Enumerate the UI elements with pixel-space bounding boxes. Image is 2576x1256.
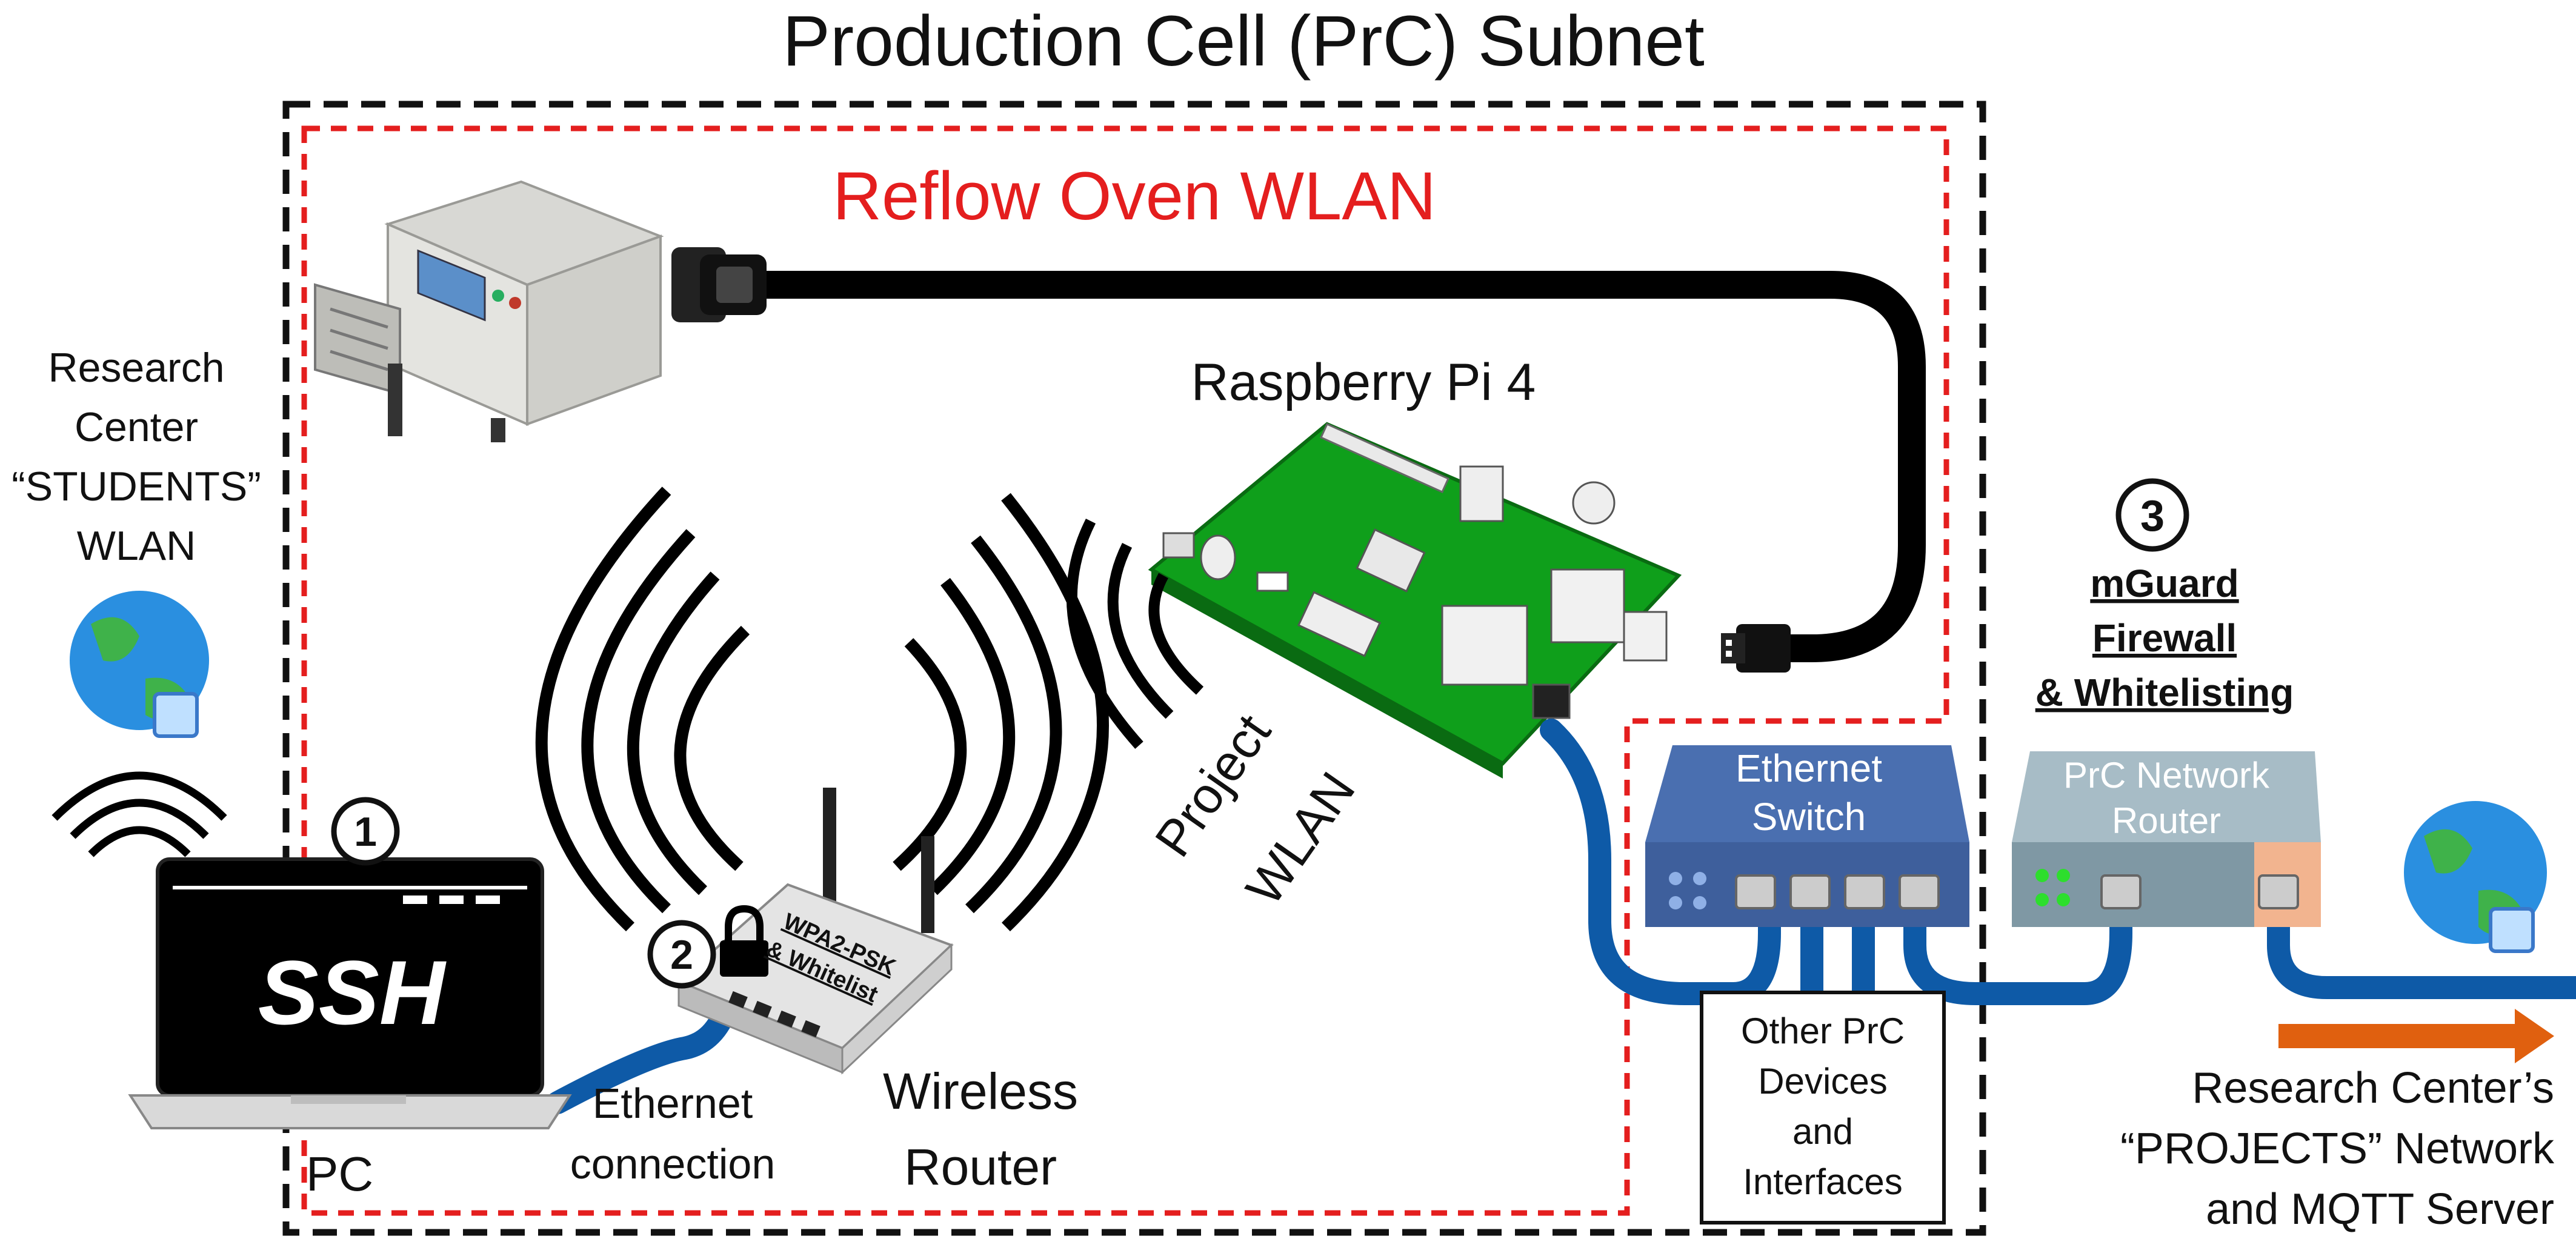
other-devices-line2: Devices bbox=[1758, 1061, 1887, 1101]
other-devices-box bbox=[1700, 991, 1946, 1224]
globe-icon-left bbox=[70, 591, 209, 738]
step-2-badge: 2 bbox=[647, 920, 716, 989]
reflow-oven-wlan-frame bbox=[301, 125, 1949, 1216]
page-title: Production Cell (PrC) Subnet bbox=[782, 1, 1705, 81]
wireless-router-icon bbox=[676, 788, 954, 1075]
students-wlan-line4: WLAN bbox=[77, 523, 196, 569]
raspberry-pi-board-icon bbox=[1148, 422, 1682, 779]
globe-icon-right bbox=[2404, 801, 2547, 953]
db9-connector-icon bbox=[671, 247, 767, 322]
prc-router-label-line1: PrC Network bbox=[2063, 755, 2270, 796]
projects-network-line3: and MQTT Server bbox=[2206, 1185, 2554, 1234]
mguard-label-line3: & Whitelisting bbox=[2035, 671, 2294, 714]
prc-subnet-frame bbox=[282, 101, 1986, 1236]
prc-router-label-line2: Router bbox=[2112, 800, 2221, 841]
other-devices-line1: Other PrC bbox=[1741, 1011, 1905, 1051]
other-devices-line3: and bbox=[1792, 1111, 1853, 1152]
wifi-waves-left-icon bbox=[52, 771, 227, 857]
ethernet-switch-label-line1: Ethernet bbox=[1736, 746, 1882, 790]
students-wlan-line1: Research bbox=[48, 345, 224, 391]
svg-text:2: 2 bbox=[670, 932, 693, 978]
step-3-badge: 3 bbox=[2115, 478, 2189, 552]
raspberry-pi-label: Raspberry Pi 4 bbox=[1191, 353, 1536, 411]
prc-network-router-icon bbox=[2012, 751, 2321, 927]
svg-text:3: 3 bbox=[2140, 492, 2165, 540]
wireless-router-line1: Wireless bbox=[883, 1063, 1078, 1120]
projects-network-line1: Research Center’s bbox=[2192, 1064, 2554, 1112]
ssh-label: SSH bbox=[258, 942, 447, 1043]
project-wlan-line2: WLAN bbox=[1235, 762, 1366, 915]
svg-text:1: 1 bbox=[354, 809, 377, 855]
reflow-oven-icon bbox=[314, 180, 664, 442]
wifi-waves-pi-icon bbox=[1066, 518, 1204, 749]
lock-icon bbox=[720, 905, 768, 977]
other-devices-line4: Interfaces bbox=[1743, 1161, 1902, 1202]
step-1-badge: 1 bbox=[331, 797, 400, 866]
ethernet-switch-icon bbox=[1645, 745, 1969, 927]
pc-label: PC bbox=[306, 1147, 373, 1201]
projects-network-line2: “PROJECTS” Network bbox=[2120, 1125, 2555, 1173]
ethernet-connection-line1: Ethernet bbox=[593, 1080, 753, 1127]
arrow-right-icon bbox=[2278, 1009, 2554, 1063]
ethernet-connection-line2: connection bbox=[570, 1140, 776, 1188]
students-wlan-line2: Center bbox=[75, 404, 198, 450]
project-wlan-line1: Project bbox=[1144, 704, 1282, 866]
ethernet-switch-label-line2: Switch bbox=[1752, 795, 1866, 839]
usb-connector-icon bbox=[1721, 624, 1791, 673]
laptop-icon bbox=[128, 857, 572, 1129]
reflow-wlan-label: Reflow Oven WLAN bbox=[833, 158, 1436, 234]
mguard-label-line1: mGuard bbox=[2090, 562, 2238, 605]
wireless-router-line2: Router bbox=[904, 1138, 1057, 1195]
wifi-waves-router-icon bbox=[535, 487, 1109, 932]
mguard-label-line2: Firewall bbox=[2092, 616, 2237, 660]
students-wlan-line3: “STUDENTS” bbox=[12, 464, 261, 510]
